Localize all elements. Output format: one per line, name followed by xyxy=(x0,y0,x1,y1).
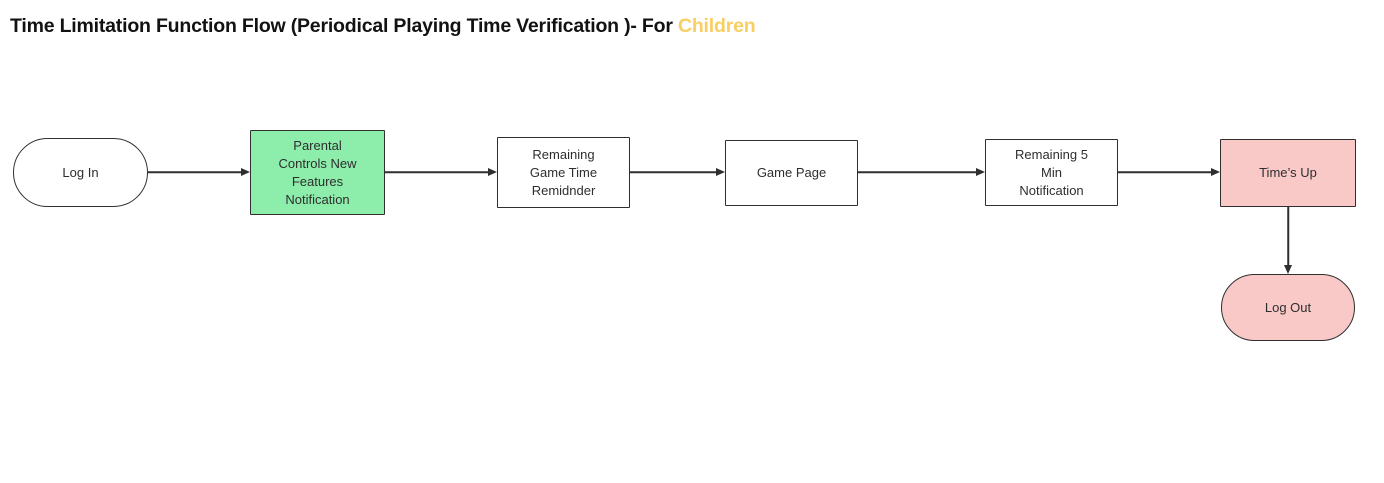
arrow-parental-to-reminder xyxy=(385,166,497,178)
node-log-out[interactable]: Log Out xyxy=(1221,274,1355,341)
node-remaining-game-time-reminder[interactable]: Remaining Game Time Remidnder xyxy=(497,137,630,208)
arrow-line xyxy=(1118,171,1213,173)
arrow-game-page-to-five-min xyxy=(858,166,985,178)
node-log-in[interactable]: Log In xyxy=(13,138,148,207)
arrow-line xyxy=(858,171,978,173)
arrow-login-to-parental xyxy=(148,166,250,178)
node-times-up[interactable]: Time’s Up xyxy=(1220,139,1356,207)
arrow-line xyxy=(148,171,243,173)
arrowhead-icon xyxy=(716,168,725,176)
node-parental-controls-label: Parental Controls New Features Notificat… xyxy=(278,137,357,207)
arrow-line xyxy=(630,171,718,173)
node-remaining-5-min-label: Remaining 5 Min Notification xyxy=(1015,146,1088,198)
node-game-page[interactable]: Game Page xyxy=(725,140,858,206)
arrowhead-icon xyxy=(976,168,985,176)
title-highlight: Children xyxy=(677,15,756,37)
arrowhead-icon xyxy=(241,168,250,176)
page-title: Time Limitation Function Flow (Periodica… xyxy=(10,15,756,38)
arrowhead-icon xyxy=(1284,265,1292,274)
arrow-five-min-to-times-up xyxy=(1118,166,1220,178)
node-times-up-label: Time’s Up xyxy=(1259,165,1317,180)
node-log-out-label: Log Out xyxy=(1264,299,1312,315)
arrowhead-icon xyxy=(488,168,497,176)
arrow-reminder-to-game-page xyxy=(630,166,725,178)
node-parental-controls-notification[interactable]: Parental Controls New Features Notificat… xyxy=(250,130,385,215)
node-remaining-5-min-notification[interactable]: Remaining 5 Min Notification xyxy=(985,139,1118,206)
arrow-times-up-to-log-out xyxy=(1282,207,1294,274)
arrow-line xyxy=(1287,207,1289,267)
arrowhead-icon xyxy=(1211,168,1220,176)
node-remaining-game-time-label: Remaining Game Time Remidnder xyxy=(529,146,598,198)
node-game-page-label: Game Page xyxy=(756,165,827,180)
title-text: Time Limitation Function Flow (Periodica… xyxy=(10,15,678,37)
arrow-line xyxy=(385,171,490,173)
node-log-in-label: Log In xyxy=(62,164,99,180)
